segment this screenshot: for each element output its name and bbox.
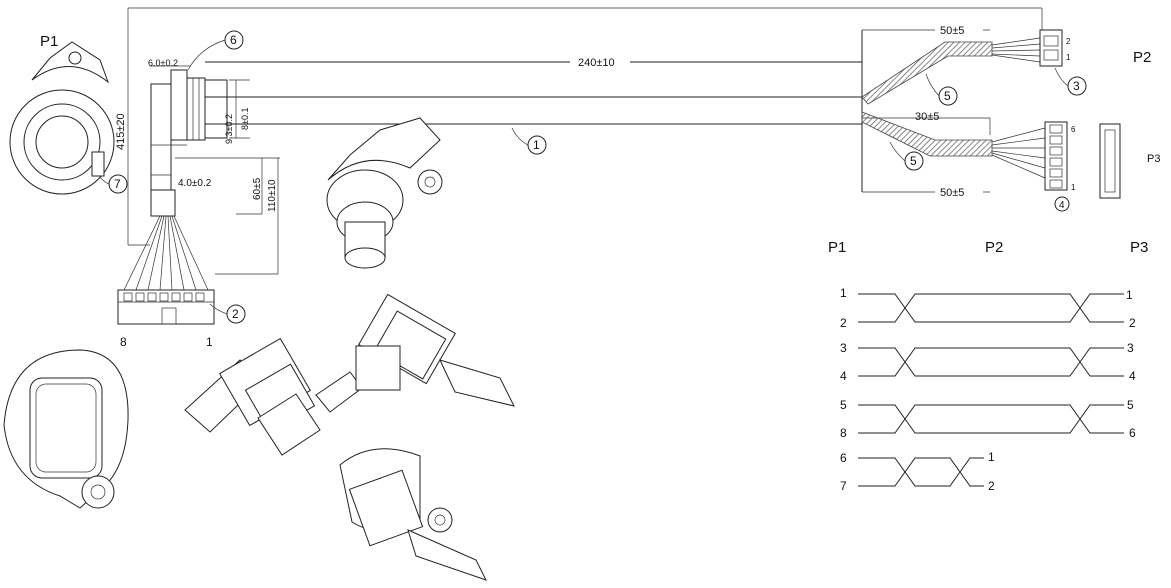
p3-connector: 6 1 xyxy=(991,121,1121,199)
pin-label: 4 xyxy=(1129,369,1136,383)
pin-label: 7 xyxy=(840,479,847,493)
p2-connector: 2 1 xyxy=(991,29,1071,67)
callout-6: 6 xyxy=(230,33,237,47)
callout-2: 2 xyxy=(232,307,239,321)
overall-dimension: 415±20 xyxy=(115,7,1043,246)
sensor-rear-view xyxy=(3,349,129,509)
p1-pin-right: 1 xyxy=(206,335,213,349)
wiring-table: P1 P2 P3 1 2 1 2 3 4 3 4 5 8 5 6 xyxy=(828,239,1148,493)
pin-label: 1 xyxy=(1126,288,1133,302)
pin-label: 8 xyxy=(840,426,847,440)
dim-flange-thickness: 6.0±0.2 xyxy=(148,58,178,68)
callout-7: 7 xyxy=(114,177,121,191)
table-header-p2: P2 xyxy=(985,239,1003,256)
callout-1: 1 xyxy=(533,138,540,152)
pin-label: 5 xyxy=(1127,398,1134,412)
pin-label: 2 xyxy=(1129,316,1136,330)
pin-label: 2 xyxy=(840,316,847,330)
branch-sleeves xyxy=(861,41,993,157)
lead-dimensions: 60±5 110±10 xyxy=(175,157,280,275)
pin-label: 3 xyxy=(1127,341,1134,355)
p1-pin-left: 8 xyxy=(120,335,127,349)
p1-sensor-side-view: 6.0±0.2 9.3±0.2 8±0.1 4.0±0.2 xyxy=(148,58,250,217)
wire-pair-1: 1 2 1 2 xyxy=(840,286,1136,330)
table-header-p1: P1 xyxy=(828,239,846,256)
pin-label: 2 xyxy=(988,479,995,493)
sensor-iso-view-2 xyxy=(184,337,363,456)
dim-p3-split: 30±5 xyxy=(915,111,939,123)
dim-p2-branch: 50±5 xyxy=(940,25,964,37)
p1-connector: 8 1 xyxy=(117,289,215,349)
callout-4: 4 xyxy=(1059,200,1065,211)
sensor-iso-view-1 xyxy=(326,117,443,269)
main-cable: 240±10 50±5 50±5 30±5 xyxy=(205,23,991,199)
pin-label: 6 xyxy=(840,451,847,465)
dim-p3-branch: 50±5 xyxy=(940,187,964,199)
sensor-iso-view-3 xyxy=(355,293,515,407)
pin-label: 1 xyxy=(840,286,847,300)
pin-label: 1 xyxy=(988,450,995,464)
p1-wire-fan xyxy=(123,215,209,291)
table-header-p3: P3 xyxy=(1130,239,1148,256)
p1-front-view xyxy=(9,41,115,195)
p2-label: P2 xyxy=(1133,49,1151,66)
pin-label: 3 xyxy=(840,341,847,355)
callouts: 1 2 3 4 5 5 6 7 xyxy=(95,30,1087,324)
wire-pair-3: 5 8 5 6 xyxy=(840,398,1136,440)
p2-pin-top: 2 xyxy=(1066,37,1071,46)
p3-pin-top: 6 xyxy=(1071,125,1076,134)
dim-lead-short: 60±5 xyxy=(252,177,263,200)
p1-label: P1 xyxy=(40,33,58,50)
p3-label: P3 xyxy=(1147,153,1160,165)
dim-main-length: 240±10 xyxy=(578,57,615,69)
dim-lower-width: 4.0±0.2 xyxy=(178,178,212,189)
wire-pair-4: 6 7 1 2 xyxy=(840,450,995,493)
sensor-iso-view-4 xyxy=(339,448,487,581)
dim-body-b: 8±0.1 xyxy=(240,108,250,130)
callout-5b: 5 xyxy=(910,154,917,168)
dim-body-a: 9.3±0.2 xyxy=(224,114,234,144)
p2-pin-bottom: 1 xyxy=(1066,53,1071,62)
pin-label: 5 xyxy=(840,398,847,412)
dim-lead-long: 110±10 xyxy=(267,179,278,212)
wire-pair-2: 3 4 3 4 xyxy=(840,341,1136,383)
pin-label: 4 xyxy=(840,369,847,383)
pin-label: 6 xyxy=(1129,426,1136,440)
p3-pin-bottom: 1 xyxy=(1071,183,1076,192)
callout-5a: 5 xyxy=(944,89,951,103)
dim-total-length: 415±20 xyxy=(115,113,127,150)
callout-3: 3 xyxy=(1073,79,1080,93)
